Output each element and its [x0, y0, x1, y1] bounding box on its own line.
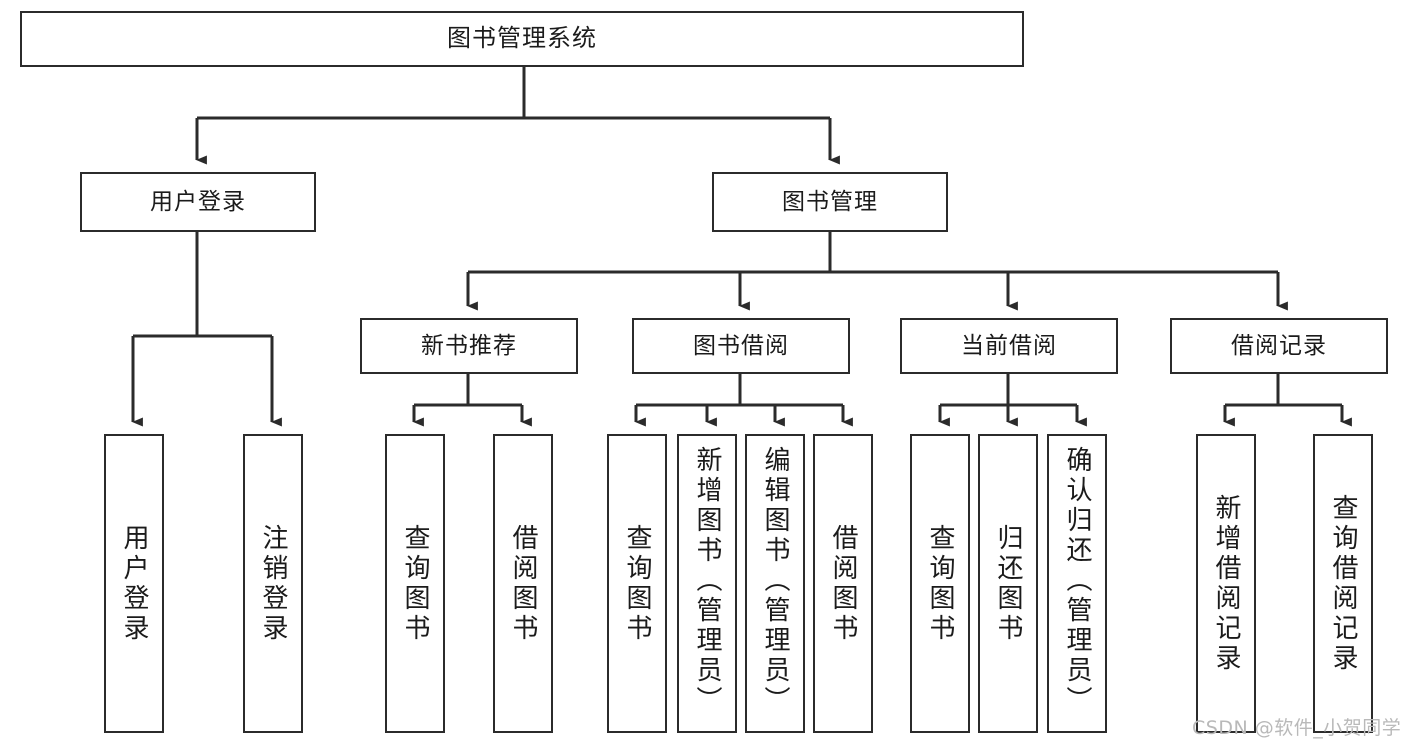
- leaf-query-borrow-record[interactable]: 查询借阅记录: [1313, 434, 1373, 733]
- leaf-return-book[interactable]: 归还图书: [978, 434, 1038, 733]
- node-label: 借阅图书: [508, 523, 538, 644]
- node-label: 图书借阅: [693, 332, 789, 359]
- leaf-add-book-admin[interactable]: 新增图书（管理员）: [677, 434, 737, 733]
- leaf-confirm-return-admin[interactable]: 确认归还（管理员）: [1047, 434, 1107, 733]
- leaf-query-book-new[interactable]: 查询图书: [385, 434, 445, 733]
- node-label: 用户登录: [119, 523, 149, 644]
- csdn-watermark: CSDN @软件_小贺同学: [1192, 717, 1402, 739]
- node-label: 新增图书（管理员）: [692, 446, 722, 716]
- node-label: 确认归还（管理员）: [1062, 446, 1092, 716]
- node-user-login[interactable]: 用户登录: [80, 172, 316, 232]
- node-label: 新增借阅记录: [1211, 493, 1241, 674]
- node-book-management[interactable]: 图书管理: [712, 172, 948, 232]
- node-label: 查询图书: [622, 523, 652, 644]
- leaf-borrow-book[interactable]: 借阅图书: [813, 434, 873, 733]
- node-label: 当前借阅: [961, 332, 1057, 359]
- node-label: 查询图书: [400, 523, 430, 644]
- leaf-edit-book-admin[interactable]: 编辑图书（管理员）: [745, 434, 805, 733]
- leaf-add-borrow-record[interactable]: 新增借阅记录: [1196, 434, 1256, 733]
- node-label: 用户登录: [150, 188, 246, 215]
- node-book-borrowing[interactable]: 图书借阅: [632, 318, 850, 374]
- node-borrowing-record[interactable]: 借阅记录: [1170, 318, 1388, 374]
- node-current-borrowing[interactable]: 当前借阅: [900, 318, 1118, 374]
- leaf-borrow-book-new[interactable]: 借阅图书: [493, 434, 553, 733]
- node-label: 归还图书: [993, 523, 1023, 644]
- node-label: 新书推荐: [421, 332, 517, 359]
- leaf-query-book-borrow[interactable]: 查询图书: [607, 434, 667, 733]
- leaf-query-book-current[interactable]: 查询图书: [910, 434, 970, 733]
- node-label: 借阅图书: [828, 523, 858, 644]
- node-new-book-recommendation[interactable]: 新书推荐: [360, 318, 578, 374]
- leaf-user-login[interactable]: 用户登录: [104, 434, 164, 733]
- node-root-book-management-system[interactable]: 图书管理系统: [20, 11, 1024, 67]
- node-label: 图书管理: [782, 188, 878, 215]
- node-label: 查询借阅记录: [1328, 493, 1358, 674]
- node-label: 图书管理系统: [447, 24, 597, 53]
- node-label: 借阅记录: [1231, 332, 1327, 359]
- node-label: 注销登录: [258, 523, 288, 644]
- leaf-logout[interactable]: 注销登录: [243, 434, 303, 733]
- node-label: 查询图书: [925, 523, 955, 644]
- node-label: 编辑图书（管理员）: [760, 446, 790, 716]
